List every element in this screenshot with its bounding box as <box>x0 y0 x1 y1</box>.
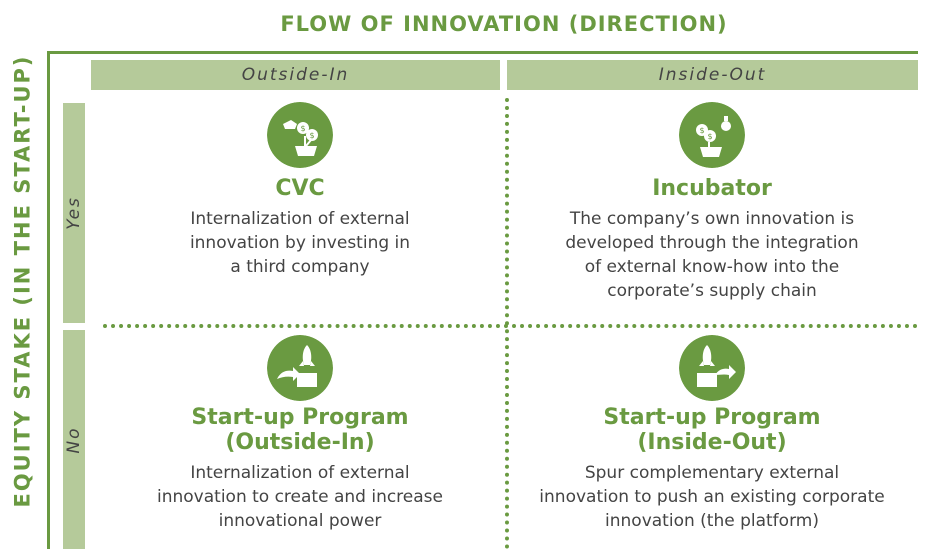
horizontal-dotted-divider <box>103 324 918 328</box>
row-header-no: No <box>63 330 85 549</box>
desc-line: Internalization of external <box>190 209 410 229</box>
frame-left-line <box>47 51 50 549</box>
svg-text:$: $ <box>699 126 704 135</box>
row-label-no: No <box>64 425 84 454</box>
rocket-box-out-icon <box>679 335 745 401</box>
cell-cvc: $ $ CVC Internalization of external inno… <box>100 102 500 279</box>
cell-incubator: $ $ Incubator The company’s own innovati… <box>512 102 912 303</box>
desc-line: innovation by investing in <box>189 233 411 253</box>
cell-startup-inside-out: Start-up Program (Inside-Out) Spur compl… <box>512 335 912 533</box>
side-axis-title: EQUITY STAKE (IN THE START-UP) <box>10 54 35 508</box>
cell-title-startup-outside-in: Start-up Program (Outside-In) <box>191 405 409 455</box>
cell-desc-incubator: The company’s own innovation is develope… <box>512 207 912 303</box>
cell-desc-startup-outside-in: Internalization of external innovation t… <box>100 461 500 533</box>
desc-line: developed through the integration <box>565 233 859 253</box>
desc-line: Spur complementary external <box>584 463 840 483</box>
desc-line: corporate’s supply chain <box>607 281 817 301</box>
cell-desc-cvc: Internalization of external innovation b… <box>100 207 500 279</box>
desc-line: The company’s own innovation is <box>569 209 855 229</box>
row-label-yes: Yes <box>64 196 84 230</box>
svg-text:$: $ <box>707 132 712 141</box>
frame-top-line <box>47 51 918 54</box>
row-header-yes: Yes <box>63 103 85 323</box>
cell-title-startup-inside-out: Start-up Program (Inside-Out) <box>603 405 821 455</box>
desc-line: of external know-how into the <box>584 257 840 277</box>
cell-title-incubator: Incubator <box>652 176 772 201</box>
rocket-box-in-icon <box>267 335 333 401</box>
svg-text:$: $ <box>300 124 305 133</box>
desc-line: innovational power <box>218 511 382 531</box>
desc-line: innovation (the platform) <box>605 511 819 531</box>
desc-line: Internalization of external <box>190 463 410 483</box>
vertical-dotted-divider <box>505 98 509 549</box>
desc-line: innovation to create and increase <box>157 487 443 507</box>
column-header-inside-out: Inside-Out <box>507 60 918 90</box>
cell-startup-outside-in: Start-up Program (Outside-In) Internaliz… <box>100 335 500 533</box>
cell-title-cvc: CVC <box>275 176 325 201</box>
svg-text:$: $ <box>309 131 314 140</box>
column-header-outside-in: Outside-In <box>91 60 500 90</box>
desc-line: innovation to push an existing corporate <box>539 487 885 507</box>
cell-desc-startup-inside-out: Spur complementary external innovation t… <box>512 461 912 533</box>
money-plant-watering-icon: $ $ <box>267 102 333 168</box>
desc-line: a third company <box>230 257 370 277</box>
top-axis-title: FLOW OF INNOVATION (DIRECTION) <box>280 12 728 36</box>
money-plant-lightbulb-icon: $ $ <box>679 102 745 168</box>
